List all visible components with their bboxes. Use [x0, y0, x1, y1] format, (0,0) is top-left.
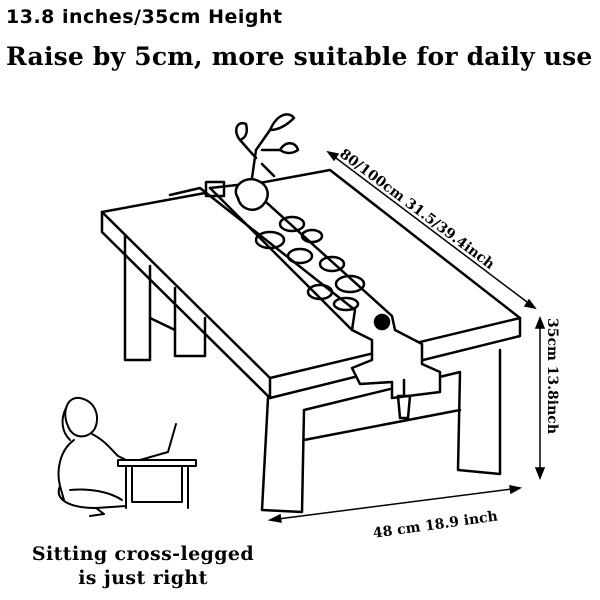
- header-subtitle: Raise by 5cm, more suitable for daily us…: [6, 42, 593, 71]
- caption-line-2: is just right: [78, 567, 208, 589]
- left-leg-back: [123, 234, 152, 362]
- width-dimension-line: [269, 487, 521, 521]
- length-dimension-line: [327, 151, 536, 309]
- vase: [234, 177, 269, 211]
- header-title: 13.8 inches/35cm Height: [6, 6, 283, 28]
- caption-line-1: Sitting cross-legged: [31, 543, 255, 565]
- caption: Sitting cross-legged is just right: [8, 542, 278, 590]
- front-apron: [260, 348, 502, 514]
- seated-person-figure: [57, 396, 197, 517]
- height-dimension-label: 35cm 13.8inch: [544, 318, 560, 434]
- table-runner: [168, 182, 442, 400]
- left-leg-front: [173, 286, 207, 358]
- plant: [238, 128, 282, 180]
